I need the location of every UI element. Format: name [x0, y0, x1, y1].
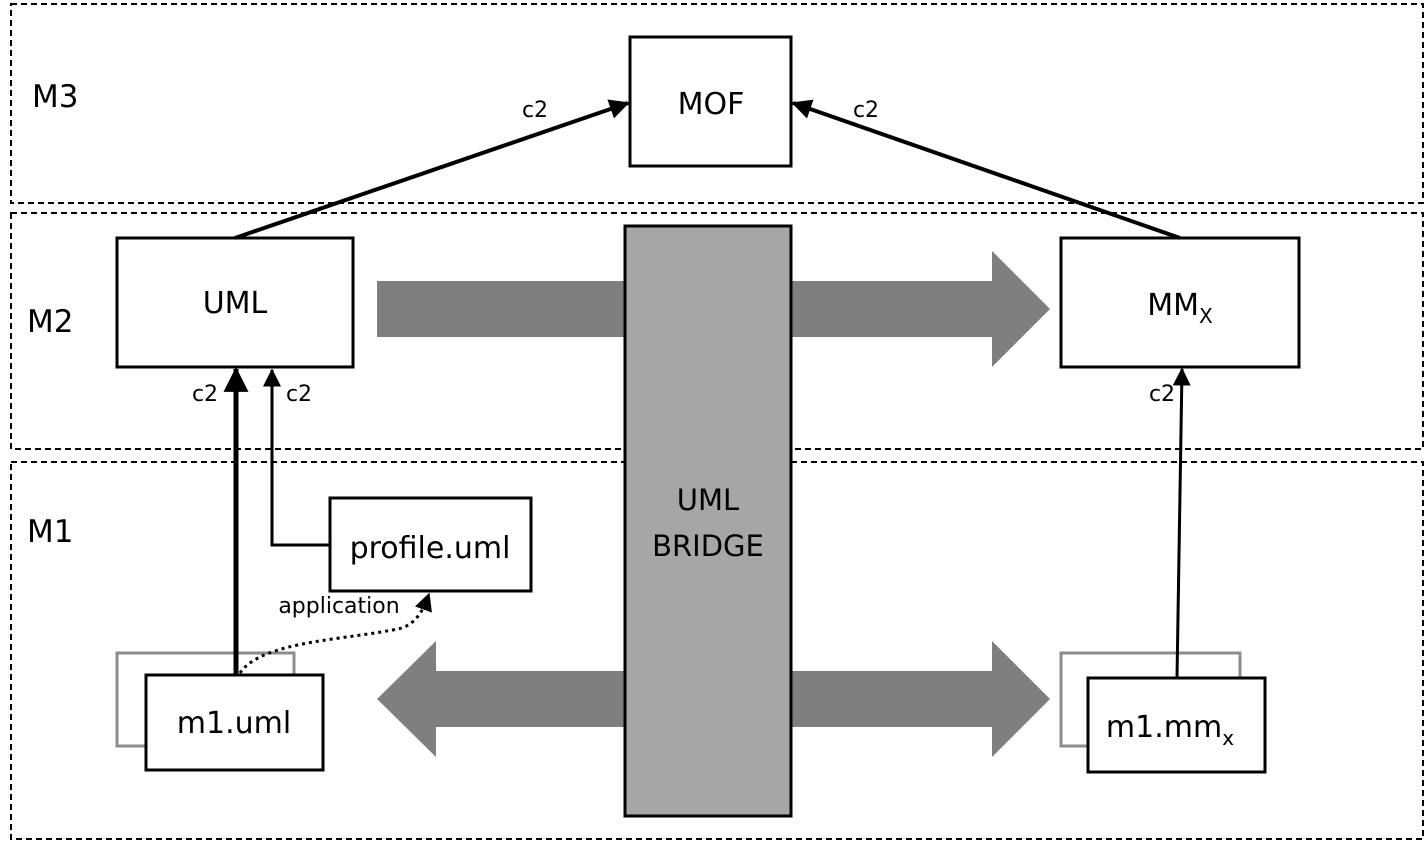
- uml-bridge-label-line1: UML: [677, 483, 739, 517]
- c2-label-mmx-mof: c2: [853, 98, 879, 123]
- m1-mmx-box: [1086, 676, 1267, 774]
- c2-label-profile-uml: c2: [286, 382, 312, 407]
- layer-m3-label: M3: [32, 79, 78, 115]
- m1mmx-to-mmx-arrow: [1172, 367, 1191, 679]
- uml-label: UML: [203, 286, 268, 321]
- c2-label-m1mmx-mmx: c2: [1149, 382, 1175, 407]
- application-arrow: [238, 592, 432, 674]
- c2-label-uml-mof: c2: [522, 98, 548, 123]
- profile-uml-label: profile.uml: [350, 531, 511, 566]
- c2-label-m1uml-uml: c2: [192, 382, 218, 407]
- profile-to-uml-arrow: [263, 368, 330, 547]
- mof-box: [628, 35, 793, 168]
- m1-uml-label: m1.uml: [177, 706, 291, 741]
- uml-bridge-label-line2: BRIDGE: [652, 529, 764, 563]
- mmx-box: [1059, 236, 1301, 369]
- uml-to-mof-arrow: [234, 99, 630, 240]
- uml-bridge-box: [623, 224, 793, 818]
- m1-mmx-label-main: m1.mm: [1106, 710, 1222, 745]
- application-label: application: [278, 594, 399, 619]
- uml-box: [115, 236, 355, 369]
- mmx-label-main: MM: [1147, 288, 1199, 323]
- mmx-label: MMX: [1147, 288, 1213, 328]
- mmx-label-sub: X: [1199, 304, 1213, 328]
- m1-mmx-label-sub: x: [1222, 726, 1234, 750]
- mmx-to-mof-arrow: [791, 99, 1181, 240]
- layer-m1-label: M1: [27, 514, 73, 550]
- m1-mmx-label: m1.mmx: [1106, 710, 1234, 750]
- m1-uml-box: [144, 673, 325, 772]
- layer-m3-frame: [10, 3, 1424, 204]
- mof-label: MOF: [678, 87, 745, 122]
- layer-m2-label: M2: [27, 304, 73, 340]
